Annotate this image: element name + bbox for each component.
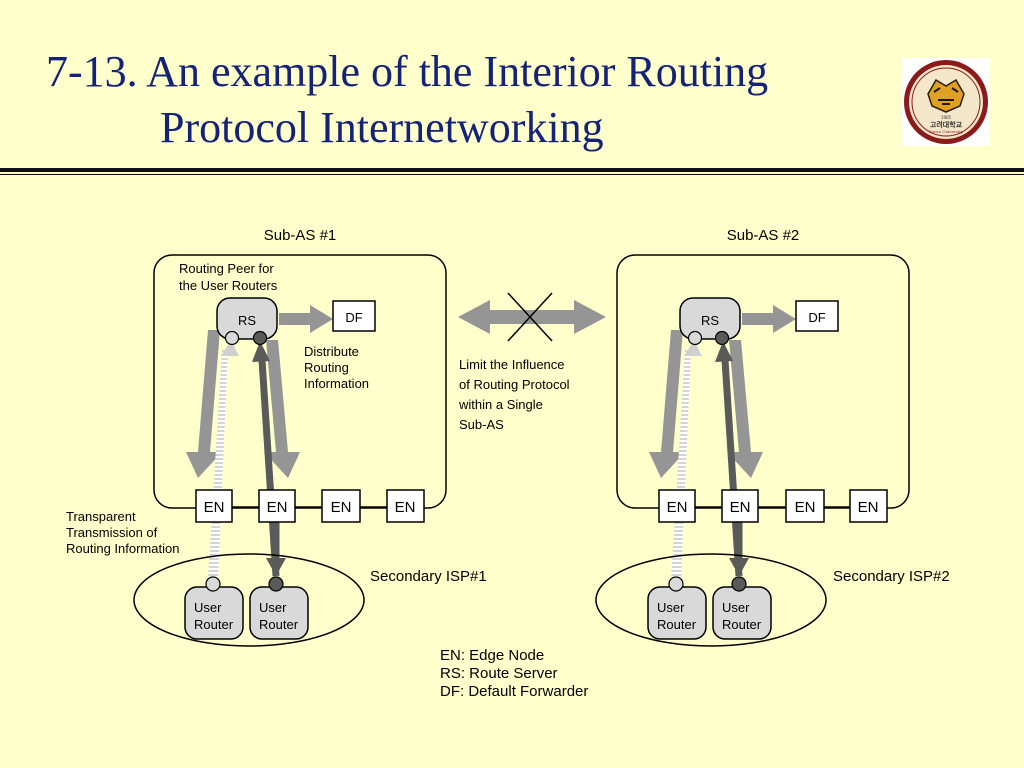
- svg-text:1905: 1905: [941, 115, 952, 120]
- route-arrow-down-left-2: [649, 330, 685, 478]
- secondary-isp-2-ellipse: [595, 553, 827, 647]
- limit-influence-arrow: [458, 300, 606, 334]
- transparent-note-3: Routing Information: [66, 541, 179, 556]
- title-line-2: Protocol Internetworking: [160, 103, 604, 152]
- transparent-note-2: Transmission of: [66, 525, 158, 540]
- rs-port-dark-1: [252, 330, 268, 346]
- limit-note-2: of Routing Protocol: [459, 377, 570, 392]
- en-node-1a: [195, 489, 233, 523]
- limit-note-1: Limit the Influence: [459, 357, 565, 372]
- df-node-1: [332, 300, 376, 332]
- df-node-2: [795, 300, 839, 332]
- en-label-2a: EN: [667, 499, 688, 516]
- route-arrow-down-right-1: [264, 340, 300, 478]
- user-router-2a-line1: User: [657, 600, 685, 615]
- rs-port-light-2: [687, 330, 703, 346]
- sub-as-2-boundary: [616, 254, 910, 509]
- en-node-1b: [258, 489, 296, 523]
- slide-title: 7-13. An example of the Interior Routing…: [46, 44, 768, 156]
- user-router-2b-line2: Router: [722, 617, 762, 632]
- distribute-note-1: Distribute: [304, 344, 359, 359]
- rs-label-2: RS: [701, 313, 719, 328]
- en-to-user-arrowhead-1: [266, 558, 286, 576]
- sub-as-1-boundary: [153, 254, 447, 509]
- secondary-isp-2-label: Secondary ISP#2: [833, 568, 950, 585]
- legend-en: EN: Edge Node: [440, 647, 544, 664]
- user-route-arrowhead-up-2: [715, 341, 733, 362]
- user-router-port-light-2: [668, 576, 684, 592]
- rs-node-2: [679, 297, 741, 340]
- en-node-2c: [785, 489, 825, 523]
- legend-rs: RS: Route Server: [440, 665, 558, 682]
- user-router-2b-line1: User: [722, 600, 750, 615]
- transparent-note-1: Transparent: [66, 509, 136, 524]
- transparent-transmission-arrowhead-1: [221, 340, 239, 356]
- rs-port-dark-2: [714, 330, 730, 346]
- distribute-note-3: Information: [304, 376, 369, 391]
- user-router-1b-line1: User: [259, 600, 287, 615]
- user-router-1a-line1: User: [194, 600, 222, 615]
- title-rule-thin: [0, 174, 1024, 175]
- user-router-port-dark-1: [268, 576, 284, 592]
- rs-label-1: RS: [238, 313, 256, 328]
- sub-as-1-label: Sub-AS #1: [264, 227, 337, 244]
- en-to-user-arrowhead-2: [729, 558, 749, 576]
- routing-peer-note-1: Routing Peer for: [179, 261, 274, 276]
- title-rule-thick: [0, 168, 1024, 172]
- df-label-2: DF: [808, 310, 825, 325]
- legend-df: DF: Default Forwarder: [440, 683, 588, 700]
- rs-node-1: [216, 297, 278, 340]
- en-label-2b: EN: [730, 499, 751, 516]
- svg-text:Korea University: Korea University: [929, 129, 964, 134]
- en-label-2c: EN: [795, 499, 816, 516]
- limit-note-4: Sub-AS: [459, 417, 504, 432]
- en-label-1b: EN: [267, 499, 288, 516]
- en-node-2a: [658, 489, 696, 523]
- en-label-2d: EN: [858, 499, 879, 516]
- sub-as-2-label: Sub-AS #2: [727, 227, 800, 244]
- distribute-note-2: Routing: [304, 360, 349, 375]
- en-label-1c: EN: [331, 499, 352, 516]
- user-router-1b-line2: Router: [259, 617, 299, 632]
- en-node-2b: [721, 489, 759, 523]
- secondary-isp-1-label: Secondary ISP#1: [370, 568, 487, 585]
- en-label-1d: EN: [395, 499, 416, 516]
- en-node-2d: [849, 489, 888, 523]
- user-router-port-dark-2: [731, 576, 747, 592]
- title-line-1: 7-13. An example of the Interior Routing: [46, 47, 769, 96]
- rs-to-df-arrow-2: [742, 305, 796, 333]
- df-label-1: DF: [345, 310, 362, 325]
- rs-to-df-arrow-1: [279, 305, 333, 333]
- en-label-1a: EN: [204, 499, 225, 516]
- route-arrow-down-left-1: [186, 330, 222, 478]
- user-router-port-light-1: [205, 576, 221, 592]
- user-route-arrowhead-up-1: [252, 341, 270, 362]
- transparent-transmission-arrowhead-2: [684, 340, 702, 356]
- route-arrow-down-right-2: [727, 340, 763, 478]
- rs-port-light-1: [224, 330, 240, 346]
- secondary-isp-1-ellipse: [133, 553, 365, 647]
- limit-note-3: within a Single: [458, 397, 543, 412]
- svg-text:고려대학교: 고려대학교: [930, 120, 963, 129]
- routing-peer-note-2: the User Routers: [179, 278, 278, 293]
- user-router-2a-line2: Router: [657, 617, 697, 632]
- en-node-1d: [386, 489, 425, 523]
- korea-university-logo: 1905 고려대학교 Korea University: [902, 58, 990, 146]
- blocked-cross-line-2: [507, 292, 553, 342]
- user-router-1a-line2: Router: [194, 617, 234, 632]
- en-node-1c: [321, 489, 361, 523]
